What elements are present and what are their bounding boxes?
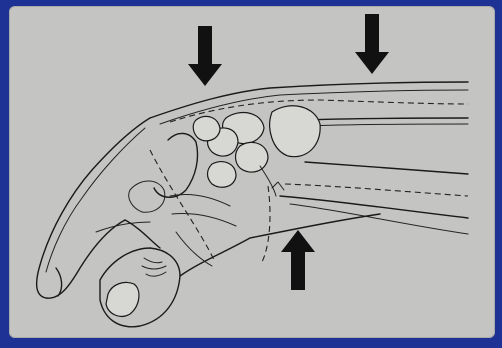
arrow-up-icon — [281, 230, 315, 290]
diagram-panel — [9, 6, 495, 338]
wrist-diagram — [9, 6, 495, 338]
thumbnail — [106, 282, 139, 316]
arrow-down-icon — [188, 26, 222, 86]
arrow-down-icon — [355, 14, 389, 74]
